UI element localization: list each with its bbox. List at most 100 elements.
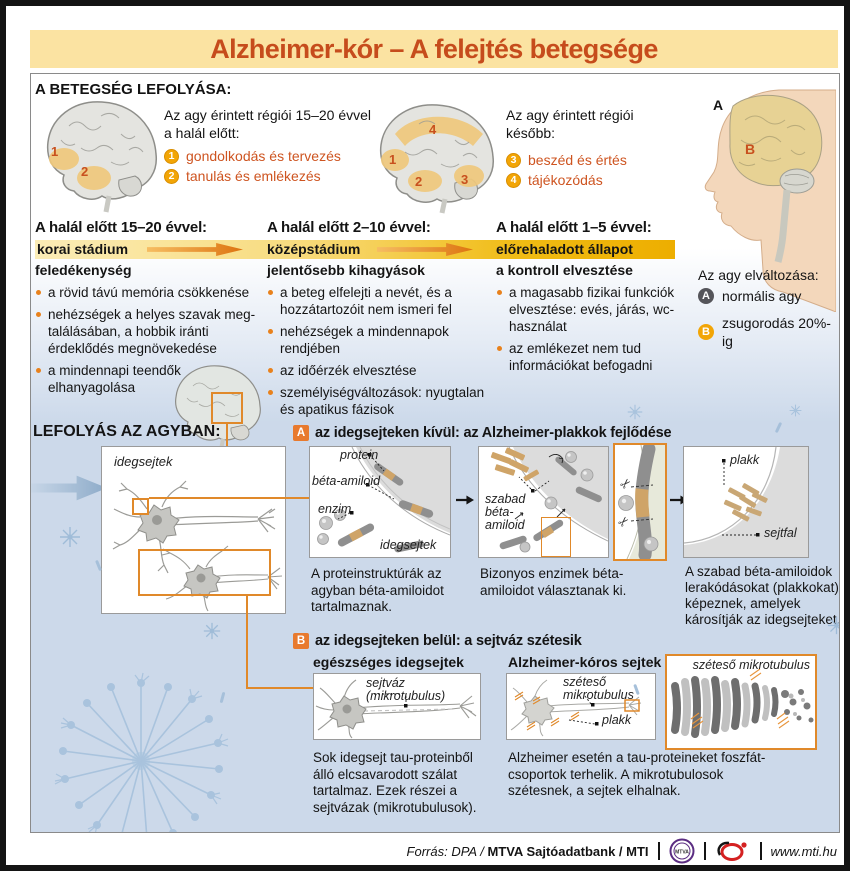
mti-logo-icon	[716, 841, 747, 861]
szabad-beta-amiloid-label: szabad béta-amiloid	[485, 492, 526, 532]
list-item: 2 tanulás és emlékezés	[164, 168, 341, 184]
bullet-icon	[36, 368, 41, 373]
brain-region-number: 1	[51, 144, 59, 159]
plakk-label: plakk	[730, 453, 760, 467]
brain-change-heading: Az agy elváltozása:	[698, 267, 819, 283]
stage1-header: A halál előtt 15–20 évvel:	[35, 219, 207, 236]
brain-region-number: 2	[81, 164, 89, 179]
separator	[703, 842, 706, 860]
star-neuron-decoration	[627, 404, 643, 420]
section-b-badge: B	[293, 633, 309, 649]
separator	[657, 842, 660, 860]
stage3-band-label: előrehaladott állapot	[496, 241, 633, 257]
neuron-zoom-box-a	[132, 498, 149, 515]
region-label: tájékozódás	[528, 172, 603, 188]
panel-a1: protein béta-amiloid enzim idegsejtek	[309, 446, 451, 558]
enzyme-cut-inset: ✂ ✂	[613, 443, 667, 561]
star-neuron-decoration	[827, 616, 839, 635]
brain-early-figure: 1 2	[39, 96, 164, 214]
head-profile-icon	[704, 89, 837, 313]
section-a-heading: az idegsejteken kívül: az Alzheimer-plak…	[315, 425, 672, 441]
healthy-neuron-graphic	[315, 679, 477, 739]
seed-dash-decoration	[774, 421, 783, 434]
stage1-subheading: feledékenység	[35, 262, 132, 278]
svg-text:✂: ✂	[617, 474, 635, 492]
bullet-item: a magasabb fizikai funkciók elvesztése: …	[496, 284, 696, 335]
number-badge: 3	[506, 152, 521, 168]
healthy-subheading: egészséges idegsejtek	[313, 654, 464, 670]
step-arrow-icon	[456, 495, 474, 505]
zoom-source-box	[541, 517, 571, 557]
idegsejtek-label: idegsejtek	[380, 538, 437, 552]
section-a-badge: A	[293, 425, 309, 441]
brain-later-figure: 1 2 3 4	[371, 100, 503, 214]
step-arrow-icon	[670, 495, 688, 505]
protein-label: protein	[340, 448, 379, 462]
list-item: 4 tájékozódás	[506, 172, 627, 188]
stage1-bullets: a rövid távú memória csökkenése nehézség…	[35, 284, 263, 401]
bullet-text: a beteg elfelejti a nevét, és a hozzátar…	[280, 285, 452, 317]
brain-early-icon	[46, 101, 157, 213]
bullet-text: az emlékezet nem tud információkat befog…	[509, 341, 653, 373]
title-bar: Alzheimer-kór – A felejtés betegsége	[30, 30, 838, 68]
bullet-icon	[497, 290, 502, 295]
flow-arrow-icon	[31, 475, 107, 501]
stage2-band-label: középstádium	[267, 241, 361, 257]
number-badge: 2	[164, 168, 179, 184]
separator	[759, 842, 762, 860]
diseased-neuron-graphic	[510, 679, 642, 737]
brain-change-legend: A normális agy B zsugorodás 20%-ig	[698, 287, 839, 354]
inset-label: széteső mikrotubulus	[692, 658, 810, 672]
brain-region-number: 2	[415, 174, 423, 189]
panel-a2-caption: Bizonyos enzimek béta-amiloidot választa…	[480, 566, 627, 598]
connector-line	[226, 424, 228, 448]
region-label: beszéd és értés	[528, 152, 627, 168]
list-item: 3 beszéd és értés	[506, 152, 627, 168]
microtubule-graphic	[671, 668, 814, 738]
panel-b2: széteső mikrotubulus plakk	[506, 673, 656, 740]
head-label-b: B	[745, 141, 756, 157]
source-line: Forrás: DPA / MTVA Sajtóadatbank / MTI	[407, 844, 649, 859]
star-neuron-decoration	[60, 527, 80, 547]
brain-region-number: 1	[389, 152, 397, 167]
panel-a2-graphic	[490, 447, 608, 553]
connector-line-a	[149, 497, 309, 499]
head-profile-figure: A B	[671, 84, 837, 313]
enzyme-cut-graphic: ✂ ✂	[615, 445, 665, 559]
number-badge: 4	[506, 172, 521, 188]
head-label-a: A	[713, 97, 724, 113]
stage2-subheading: jelentősebb kihagyások	[267, 262, 425, 278]
bullet-icon	[497, 346, 502, 351]
bullet-icon	[36, 312, 41, 317]
panel-a1-caption: A proteinstruktúrák az agyban béta-amilo…	[311, 566, 444, 614]
small-brain-icon	[175, 365, 261, 451]
page-title: Alzheimer-kór – A felejtés betegsége	[210, 33, 658, 64]
panel-a2: szabad béta-amiloid	[478, 446, 609, 558]
bullet-text: nehézségek a mindennapok rendjében	[280, 324, 449, 356]
enzim-label: enzim	[318, 502, 352, 516]
bullet-item: az emlékezet nem tud információkat befog…	[496, 340, 696, 374]
bullet-icon	[36, 290, 41, 295]
brain-later-icon	[379, 104, 494, 214]
bullet-item: a rövid távú memória csökkenése	[35, 284, 263, 301]
early-regions-list: 1 gondolkodás és tervezés 2 tanulás és e…	[164, 148, 341, 188]
region-label: tanulás és emlékezés	[186, 168, 321, 184]
panel-a1-graphic	[317, 447, 450, 553]
bullet-text: az időérzék elvesztése	[280, 363, 417, 378]
small-brain-figure	[169, 362, 269, 451]
dandelion-decoration	[54, 672, 229, 832]
number-badge: 1	[164, 148, 179, 164]
content-area: A BETEGSÉG LEFOLYÁSA: 1 2 Az agy érintet…	[30, 73, 840, 833]
section-b-heading: az idegsejteken belül: a sejtváz szétesi…	[315, 633, 582, 649]
website-url: www.mti.hu	[770, 843, 837, 859]
legend-label: normális agy	[722, 288, 802, 304]
legend-badge-b: B	[698, 324, 714, 340]
bullet-icon	[268, 329, 273, 334]
bullet-text: a mindennapi teendők elhanyagolása	[48, 363, 181, 395]
neurons-label: idegsejtek	[114, 454, 173, 469]
beta-amiloid-label: béta-amiloid	[312, 474, 381, 488]
brain-zoom-box	[211, 392, 243, 424]
mtva-logo-icon: MTVA	[669, 838, 695, 864]
szeteso-mikrotubulus-label: széteső mikrotubulus	[563, 675, 634, 702]
